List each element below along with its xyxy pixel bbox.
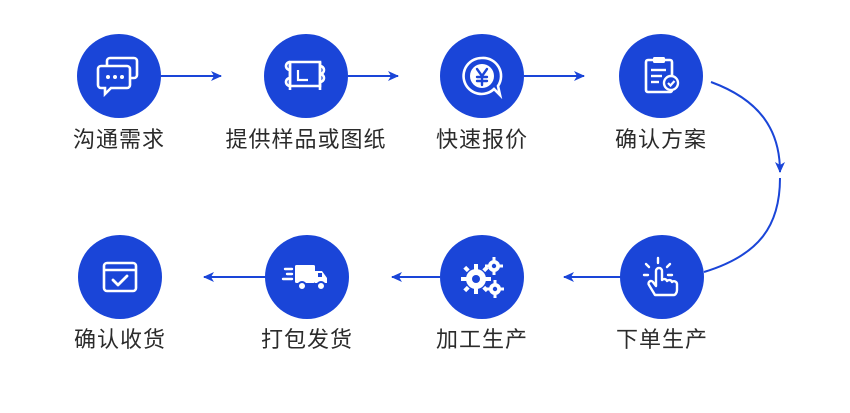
step-8-label: 确认收货: [73, 328, 166, 353]
step-1-label: 沟通需求: [72, 128, 165, 153]
step-8-circle: [78, 235, 162, 319]
step-3-circle: [440, 34, 524, 118]
box-check-icon: [102, 261, 138, 293]
arrow-step4-step5-curve: [710, 81, 785, 173]
clipboard-check-icon: [644, 57, 680, 94]
step-2-label: 提供样品或图纸: [225, 128, 387, 153]
gears-icon: [461, 257, 504, 298]
step-2-circle: [264, 34, 348, 118]
arrow-step4-step5-curve-lower: [703, 177, 781, 273]
blueprint-scroll-icon: [284, 60, 326, 90]
chat-bubbles-icon: [96, 56, 139, 98]
step-5-circle: [620, 235, 704, 319]
step-4-label: 确认方案: [614, 128, 707, 153]
step-1-circle: [77, 34, 161, 118]
step-4-circle: [619, 34, 703, 118]
delivery-truck-icon: [281, 265, 327, 291]
step-6-label: 加工生产: [435, 328, 528, 353]
step-7-circle: [265, 235, 349, 319]
step-6-circle: [440, 235, 524, 319]
tap-finger-icon: [642, 256, 679, 297]
yuan-price-icon: [462, 56, 503, 100]
step-3-label: 快速报价: [435, 128, 528, 153]
step-7-label: 打包发货: [260, 328, 353, 353]
step-5-label: 下单生产: [615, 328, 708, 353]
